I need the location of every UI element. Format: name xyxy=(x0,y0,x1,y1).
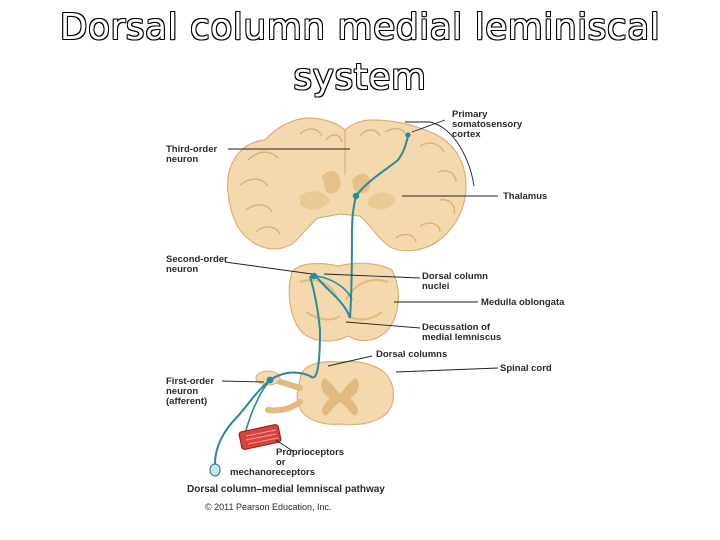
label-first-order-neuron: First-order neuron (afferent) xyxy=(166,376,217,407)
label-primary-cortex: Primary somatosensory cortex xyxy=(452,109,525,140)
spinal-cord-section xyxy=(255,360,395,426)
slide-title-line1: Dorsal column medial leminiscal xyxy=(59,7,661,48)
label-spinal-cord: Spinal cord xyxy=(500,363,552,374)
medulla-section xyxy=(288,262,399,342)
first-order-cell-body xyxy=(266,376,274,384)
label-dorsal-column-nuclei: Dorsal column nuclei xyxy=(422,271,491,292)
label-receptors: Proprioceptors or mechanoreceptors xyxy=(230,447,347,478)
third-order-cell-body xyxy=(352,192,360,200)
receptor-capsule xyxy=(238,424,282,450)
slide-title-line2: system xyxy=(293,57,427,98)
second-order-cell-body xyxy=(310,272,318,280)
neuron-pathway xyxy=(209,132,411,477)
label-dorsal-columns: Dorsal columns xyxy=(376,349,447,360)
label-third-order-neuron: Third-order neuron xyxy=(166,144,220,165)
diagram-caption: Dorsal column–medial lemniscal pathway xyxy=(187,484,385,495)
copyright-notice: © 2011 Pearson Education, Inc. xyxy=(205,502,332,512)
label-decussation: Decussation of medial lemniscus xyxy=(422,322,501,343)
brain-section xyxy=(227,117,467,252)
label-medulla-oblongata: Medulla oblongata xyxy=(481,297,565,308)
cortex-bracket xyxy=(405,121,475,187)
label-thalamus: Thalamus xyxy=(503,191,547,202)
label-second-order-neuron: Second-order neuron xyxy=(166,254,230,275)
